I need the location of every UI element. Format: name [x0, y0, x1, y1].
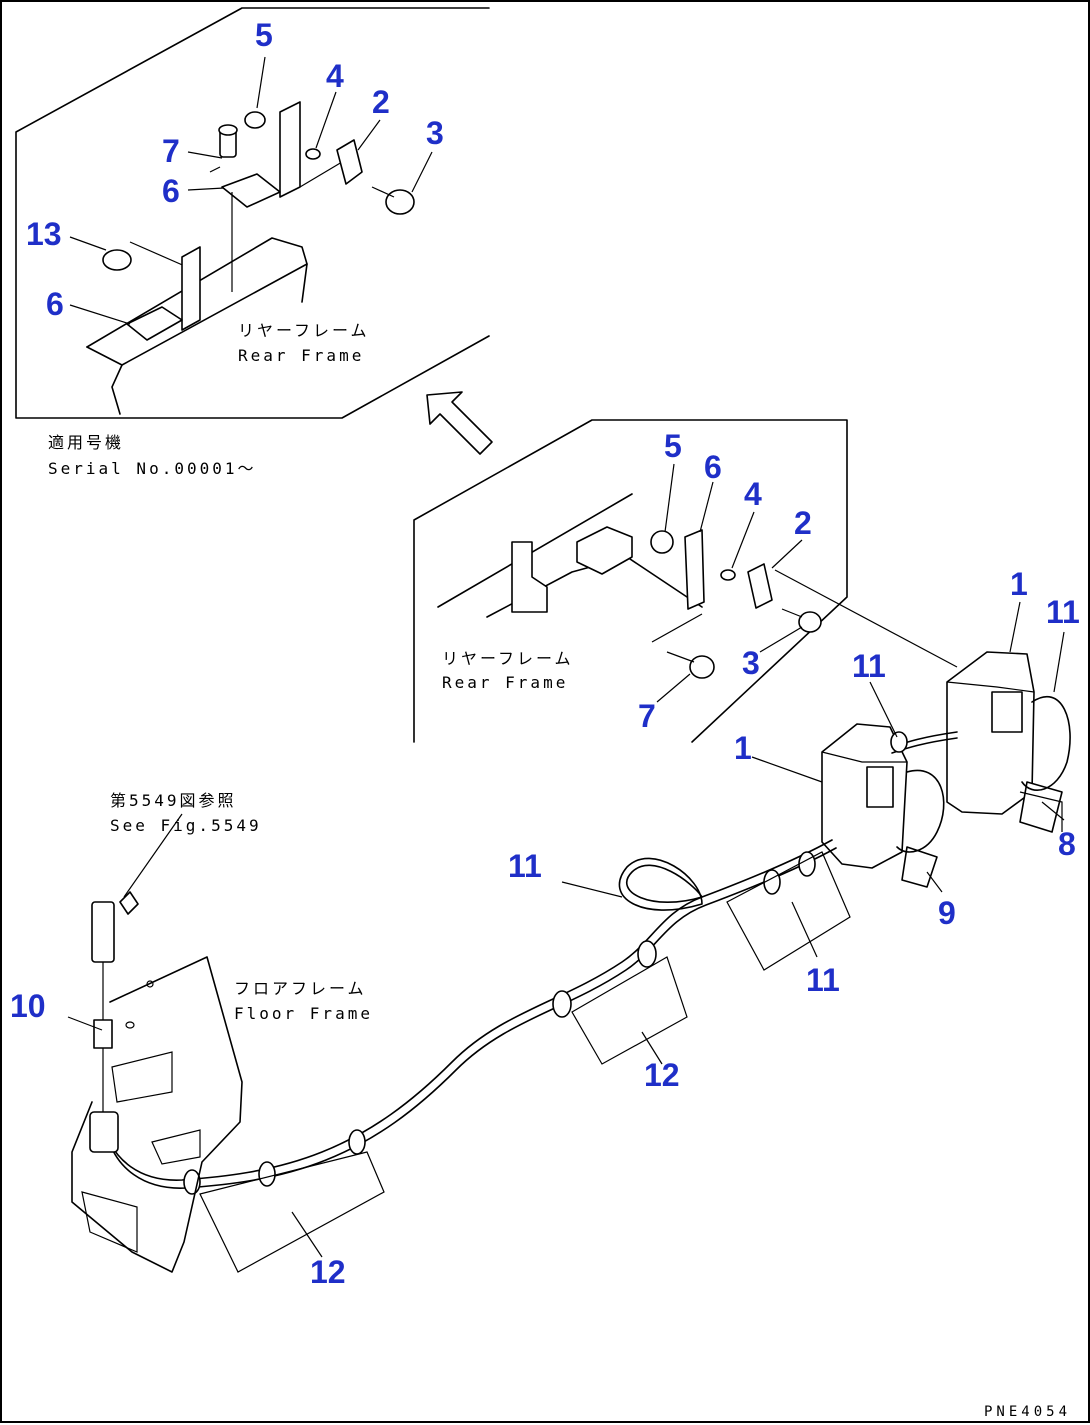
callout-6: 6 — [162, 173, 180, 209]
callout-5: 5 — [255, 17, 273, 53]
callout-6: 6 — [704, 449, 722, 485]
callout-12: 12 — [310, 1254, 346, 1290]
label-rear-frame-jp: リヤーフレーム — [238, 321, 370, 340]
inset-2-rear-frame — [437, 493, 958, 668]
callout-11: 11 — [806, 962, 840, 998]
label-serial-jp: 適用号機 — [48, 433, 125, 452]
callout-2: 2 — [794, 505, 812, 541]
label-rear-frame-jp: リヤーフレーム — [442, 649, 574, 668]
callout-9: 9 — [938, 895, 956, 931]
connector-10 — [89, 891, 139, 1153]
label-serial-en: Serial No.00001～ — [48, 459, 257, 478]
inset-1-small-parts — [102, 111, 415, 271]
callout-7: 7 — [162, 133, 180, 169]
leader-lines — [67, 56, 1065, 1258]
callout-8: 8 — [1058, 826, 1076, 862]
callout-3: 3 — [426, 115, 444, 151]
label-floor-frame-en: Floor Frame — [234, 1004, 373, 1023]
callout-1: 1 — [1010, 566, 1028, 602]
inset-2-small-parts — [650, 530, 822, 679]
harness-clips — [183, 731, 908, 1195]
callout-10: 10 — [10, 988, 46, 1024]
lamp-right — [946, 651, 1071, 833]
callout-4: 4 — [326, 58, 344, 94]
lamp-left — [821, 723, 945, 888]
callout-13: 13 — [26, 216, 62, 252]
clip-tags — [199, 791, 1063, 1273]
inset-1-rear-frame — [86, 237, 308, 415]
callout-11: 11 — [508, 848, 542, 884]
inset-1-bracket — [126, 101, 343, 341]
inset-serial-frame — [15, 7, 490, 419]
callout-12: 12 — [644, 1057, 680, 1093]
callout-6: 6 — [46, 286, 64, 322]
drawing-code: PNE4054 — [984, 1404, 1072, 1420]
callout-7: 7 — [638, 698, 656, 734]
label-see-fig-jp: 第5549図参照 — [110, 791, 237, 810]
callout-5: 5 — [664, 428, 682, 464]
label-rear-frame-en: Rear Frame — [442, 673, 569, 692]
callout-11: 11 — [1046, 594, 1080, 630]
callout-11: 11 — [852, 648, 886, 684]
view-arrow — [426, 391, 493, 455]
floor-frame — [71, 956, 243, 1273]
callout-2: 2 — [372, 84, 390, 120]
callout-1: 1 — [734, 730, 752, 766]
inset-rear-frame-box — [413, 419, 848, 743]
label-floor-frame-jp: フロアフレーム — [234, 979, 367, 998]
label-see-fig-en: See Fig.5549 — [110, 816, 262, 835]
label-rear-frame-en: Rear Frame — [238, 346, 365, 365]
callout-4: 4 — [744, 476, 762, 512]
callout-3: 3 — [742, 645, 760, 681]
